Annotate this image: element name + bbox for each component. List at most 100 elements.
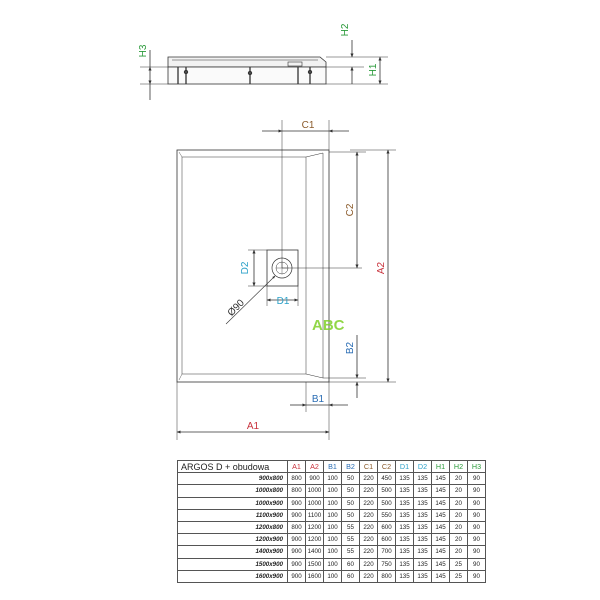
tray-outline — [176, 149, 330, 383]
value-cell: 1000 — [305, 484, 324, 498]
value-cell: 220 — [359, 508, 378, 522]
value-cell: 145 — [431, 472, 450, 486]
model-cell: 1000x800 — [177, 484, 288, 498]
table-header-row: ARGOS D + obudowa A1 A2 B1 B2 C1 C2 D1 D… — [177, 459, 486, 474]
table-title: ARGOS D + obudowa — [177, 459, 288, 474]
h2-label: H2 — [340, 23, 351, 36]
value-cell: 145 — [431, 520, 450, 535]
value-cell: 220 — [359, 496, 378, 510]
col-header: D1 — [395, 459, 414, 474]
technical-drawing: H3 H2 H1 — [138, 23, 396, 440]
value-cell: 90 — [467, 557, 486, 571]
value-cell: 135 — [395, 484, 414, 498]
value-cell: 220 — [359, 520, 378, 535]
col-header: A1 — [287, 459, 306, 474]
value-cell: 900 — [287, 496, 306, 510]
value-cell: 800 — [287, 472, 306, 486]
value-cell: 500 — [377, 484, 396, 498]
value-cell: 900 — [287, 508, 306, 522]
tray-side-profile — [167, 56, 327, 68]
value-cell: 20 — [449, 533, 468, 547]
value-cell: 1500 — [305, 557, 324, 571]
value-cell: 145 — [431, 484, 450, 498]
value-cell: 900 — [305, 472, 324, 486]
value-cell: 1200 — [305, 520, 324, 535]
value-cell: 900 — [287, 533, 306, 547]
model-cell: 1400x900 — [177, 545, 288, 559]
model-cell: 900x800 — [177, 472, 288, 486]
a1-label: A1 — [247, 421, 260, 432]
value-cell: 1400 — [305, 545, 324, 559]
value-cell: 100 — [323, 545, 342, 559]
value-cell: 90 — [467, 508, 486, 522]
value-cell: 145 — [431, 533, 450, 547]
value-cell: 1000 — [305, 496, 324, 510]
value-cell: 1200 — [305, 533, 324, 547]
value-cell: 220 — [359, 569, 378, 583]
value-cell: 135 — [413, 508, 432, 522]
value-cell: 900 — [287, 557, 306, 571]
value-cell: 100 — [323, 520, 342, 535]
model-cell: 1200x800 — [177, 520, 288, 535]
value-cell: 1600 — [305, 569, 324, 583]
value-cell: 100 — [323, 484, 342, 498]
value-cell: 20 — [449, 545, 468, 559]
model-cell: 1000x900 — [177, 496, 288, 510]
b2-label: B2 — [345, 341, 356, 354]
value-cell: 135 — [413, 520, 432, 535]
value-cell: 450 — [377, 472, 396, 486]
value-cell: 100 — [323, 557, 342, 571]
col-header: C1 — [359, 459, 378, 474]
col-header: H1 — [431, 459, 450, 474]
value-cell: 50 — [341, 508, 360, 522]
col-header: H2 — [449, 459, 468, 474]
value-cell: 1100 — [305, 508, 324, 522]
a2-label: A2 — [376, 261, 387, 274]
value-cell: 600 — [377, 533, 396, 547]
value-cell: 135 — [413, 496, 432, 510]
value-cell: 220 — [359, 557, 378, 571]
value-cell: 135 — [395, 545, 414, 559]
c1-label: C1 — [302, 120, 315, 131]
value-cell: 500 — [377, 496, 396, 510]
value-cell: 90 — [467, 569, 486, 583]
value-cell: 60 — [341, 569, 360, 583]
value-cell: 90 — [467, 484, 486, 498]
model-cell: 1100x900 — [177, 508, 288, 522]
value-cell: 145 — [431, 569, 450, 583]
value-cell: 135 — [413, 484, 432, 498]
value-cell: 135 — [395, 557, 414, 571]
value-cell: 550 — [377, 508, 396, 522]
value-cell: 135 — [413, 545, 432, 559]
value-cell: 50 — [341, 472, 360, 486]
value-cell: 135 — [395, 520, 414, 535]
watermark-logo: ABC — [312, 317, 345, 334]
value-cell: 100 — [323, 569, 342, 583]
col-header: H3 — [467, 459, 486, 474]
value-cell: 50 — [341, 484, 360, 498]
value-cell: 100 — [323, 496, 342, 510]
value-cell: 700 — [377, 545, 396, 559]
d1-label: D1 — [277, 296, 290, 307]
value-cell: 135 — [395, 533, 414, 547]
value-cell: 90 — [467, 533, 486, 547]
value-cell: 220 — [359, 545, 378, 559]
value-cell: 750 — [377, 557, 396, 571]
value-cell: 900 — [287, 569, 306, 583]
h1-label: H1 — [368, 63, 379, 76]
value-cell: 220 — [359, 533, 378, 547]
value-cell: 50 — [341, 496, 360, 510]
value-cell: 100 — [323, 508, 342, 522]
value-cell: 220 — [359, 472, 378, 486]
support-legs — [177, 67, 313, 84]
value-cell: 135 — [395, 508, 414, 522]
d2-label: D2 — [240, 261, 251, 274]
col-header: A2 — [305, 459, 324, 474]
